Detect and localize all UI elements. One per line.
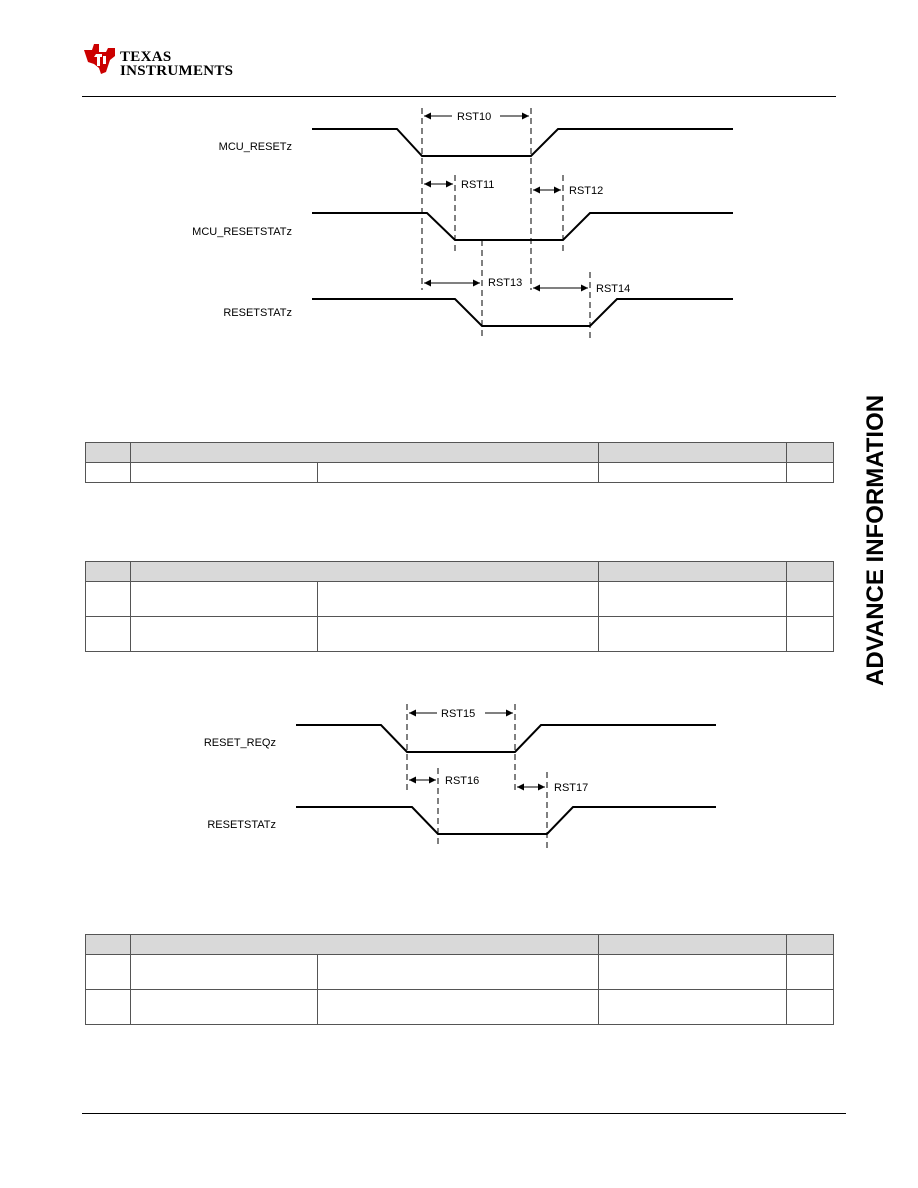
- timing-reference-lines: [421, 108, 591, 340]
- spec-table-1: [85, 442, 834, 483]
- table-row: [85, 581, 834, 617]
- side-banner-text: ADVANCE INFORMATION: [862, 395, 889, 686]
- footer-rule: [82, 1113, 846, 1114]
- timing-reference-lines-2: [406, 704, 548, 848]
- timing-diagram-reset-req: RESET_REQz RESETSTATz RST15 RST16 RST17: [204, 704, 716, 848]
- timing-dimension-arrows: [424, 112, 588, 292]
- waveform-reset-reqz: [296, 724, 716, 753]
- param-label-rst14: RST14: [596, 283, 630, 295]
- table-row: [85, 954, 834, 990]
- signal-label-resetstatz: RESETSTATz: [223, 307, 292, 319]
- header-rule: [82, 96, 836, 97]
- param-label-rst16: RST16: [445, 775, 479, 787]
- param-label-rst13: RST13: [488, 277, 522, 289]
- param-label-rst11: RST11: [461, 179, 494, 191]
- signal-label-resetstatz-2: RESETSTATz: [207, 819, 276, 831]
- param-label-rst12: RST12: [569, 185, 603, 197]
- waveform-resetstatz-2: [296, 806, 716, 835]
- param-label-rst17: RST17: [554, 782, 588, 794]
- signal-label-reset-reqz: RESET_REQz: [204, 737, 276, 749]
- waveform-resetstatz: [312, 298, 733, 327]
- param-label-rst15: RST15: [441, 708, 475, 720]
- timing-dimension-arrows-2: [409, 709, 545, 791]
- waveform-mcu-resetz: [312, 128, 733, 157]
- table-row: [85, 462, 834, 483]
- table-header-row: [85, 442, 834, 463]
- side-banner: ADVANCE INFORMATION: [862, 395, 889, 686]
- table-row: [85, 616, 834, 652]
- signal-label-mcu-resetstatz: MCU_RESETSTATz: [192, 226, 292, 238]
- logo-wordmark-line2: INSTRUMENTS: [120, 63, 234, 79]
- param-label-rst10: RST10: [457, 111, 491, 123]
- table-header-row: [85, 934, 834, 955]
- timing-diagram-mcu-reset: MCU_RESETz MCU_RESETSTATz RESETSTATz RST…: [192, 108, 733, 340]
- waveform-mcu-resetstatz: [312, 212, 733, 241]
- signal-label-mcu-resetz: MCU_RESETz: [219, 141, 292, 153]
- spec-table-3: [85, 934, 834, 1025]
- spec-table-2: [85, 561, 834, 652]
- ti-logo-icon: [84, 44, 115, 74]
- table-row: [85, 989, 834, 1025]
- table-header-row: [85, 561, 834, 582]
- logo-wordmark-line1: TEXAS: [120, 49, 172, 65]
